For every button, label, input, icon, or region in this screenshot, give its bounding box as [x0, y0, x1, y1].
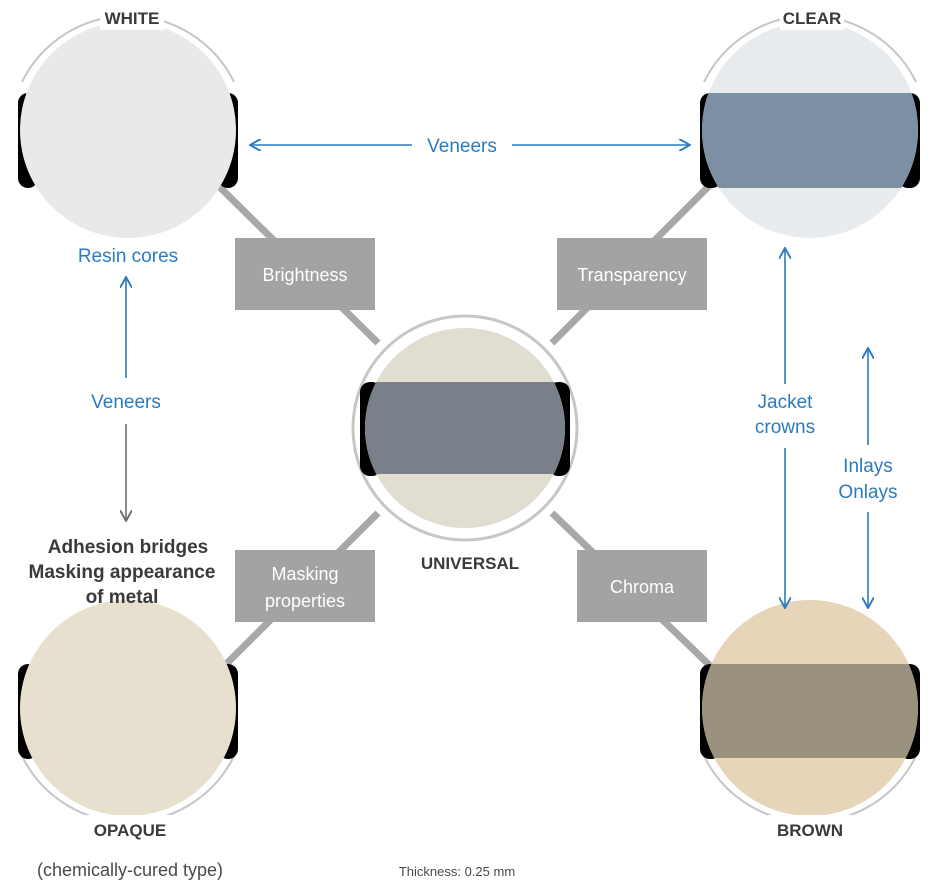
jacket-label-line2: crowns [755, 417, 815, 438]
adhesion-label-line2: Masking appearance [29, 562, 216, 583]
left-applications: Resin cores Veneers Adhesion bridges Mas… [29, 246, 216, 608]
opaque-sample-group: OPAQUE [18, 600, 238, 841]
thickness-note: Thickness: 0.25 mm [399, 864, 515, 879]
chemically-cured-note: (chemically-cured type) [37, 860, 223, 880]
adhesion-label-line1: Adhesion bridges [48, 537, 208, 558]
transparency-label: Transparency [577, 265, 686, 285]
white-label: WHITE [105, 9, 160, 28]
clear-tint-band [702, 93, 918, 188]
resin-cores-label: Resin cores [78, 246, 178, 267]
chroma-box [577, 550, 707, 622]
brightness-label: Brightness [262, 265, 347, 285]
right-applications: Jacket crowns Inlays Onlays [755, 248, 898, 608]
opaque-sample-disc [20, 600, 236, 816]
property-box-masking: Masking properties [235, 550, 375, 622]
masking-label-line2: properties [265, 591, 345, 611]
onlays-label: Onlays [838, 482, 897, 503]
opaque-label: OPAQUE [94, 821, 166, 840]
brown-tint-band [702, 664, 918, 758]
transparency-box [557, 238, 707, 310]
brown-label: BROWN [777, 821, 843, 840]
property-box-brightness: Brightness [235, 238, 375, 310]
white-sample-disc [20, 22, 236, 238]
property-box-transparency: Transparency [557, 238, 707, 310]
veneers-top-connector: Veneers [250, 136, 690, 157]
chroma-label: Chroma [610, 577, 675, 597]
inlays-label: Inlays [843, 456, 893, 477]
brightness-box [235, 238, 375, 310]
adhesion-label-line3: of metal [86, 587, 159, 608]
veneers-top-label: Veneers [427, 136, 497, 157]
property-box-chroma: Chroma [577, 550, 707, 622]
universal-label: UNIVERSAL [421, 554, 519, 573]
masking-label-line1: Masking [271, 564, 338, 584]
universal-sample-group: UNIVERSAL [351, 314, 579, 573]
jacket-label-line1: Jacket [758, 392, 814, 413]
white-sample-group: WHITE [18, 4, 238, 238]
clear-sample-group: CLEAR [700, 4, 920, 238]
veneers-left-label: Veneers [91, 392, 161, 413]
universal-tint-band [365, 382, 565, 474]
masking-box [235, 550, 375, 622]
clear-label: CLEAR [783, 9, 842, 28]
brown-sample-group: BROWN [700, 600, 920, 841]
